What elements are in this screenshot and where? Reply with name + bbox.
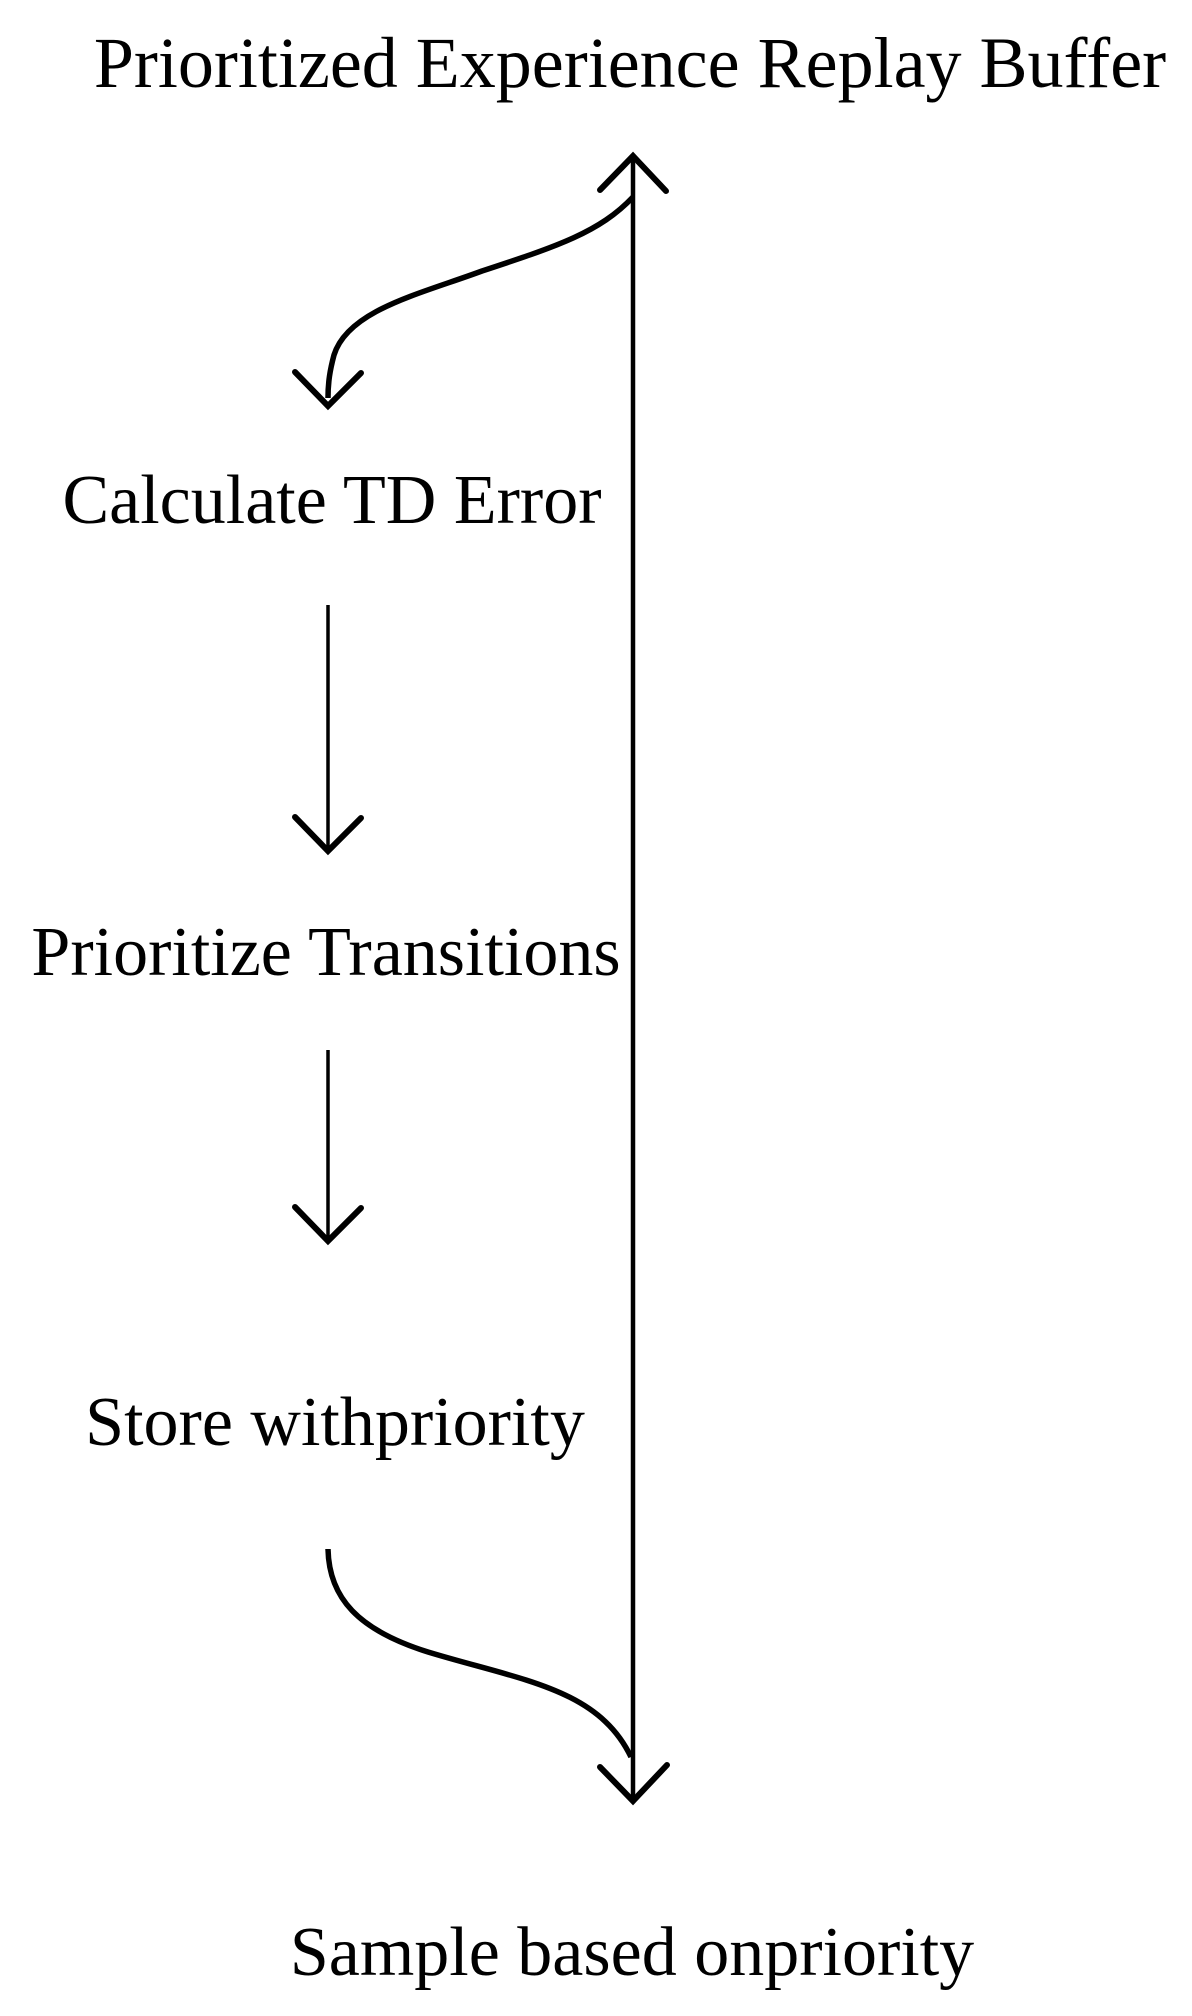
diagram-title: Prioritized Experience Replay Buffer [93,23,1167,103]
sample-based-on-priority-label: Sample based onpriority [289,1914,975,1991]
flow-arrow-1-arrowhead-icon [292,814,364,856]
sample-curve-arrowhead-icon [292,369,364,411]
sample-curve-arrow [292,195,636,411]
flow-arrow-1 [292,605,364,856]
step-prioritize-transitions: Prioritize Transitions [31,914,621,991]
store-curve-connector [325,1548,634,1759]
replay-buffer-double-arrow [597,151,670,1806]
up-arrowhead-icon [597,151,669,194]
flow-arrow-2-arrowhead-icon [292,1204,364,1246]
store-curve-path [325,1548,634,1759]
sample-curve-path [325,195,636,399]
down-arrowhead-icon [597,1762,670,1806]
step-calculate-td-error: Calculate TD Error [62,462,602,539]
flow-arrow-2 [292,1050,364,1246]
step-store-with-priority: Store withpriority [85,1384,585,1461]
